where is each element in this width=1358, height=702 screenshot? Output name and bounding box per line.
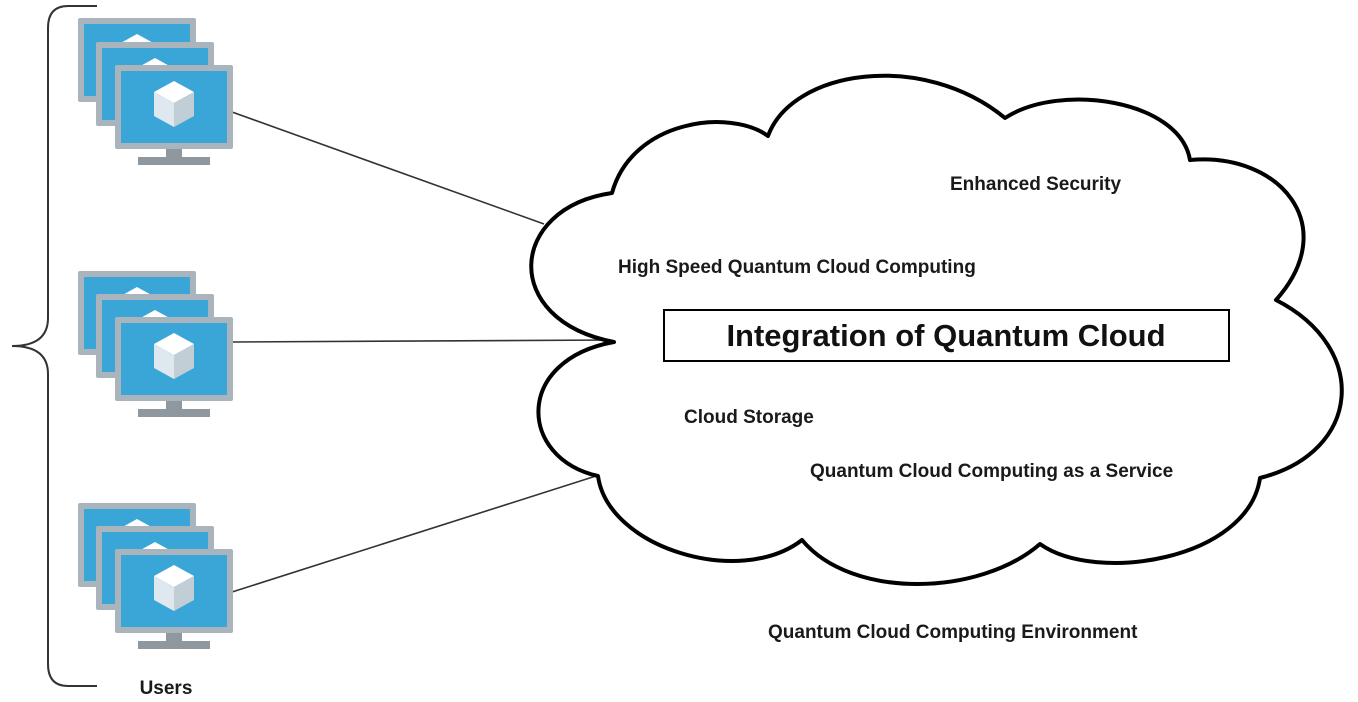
users-brace xyxy=(11,5,97,687)
user-group-3 xyxy=(78,503,233,649)
feature-enhanced-security: Enhanced Security xyxy=(950,174,1121,195)
connection-line-1 xyxy=(231,111,545,225)
title-box xyxy=(663,309,1230,362)
feature-high-speed-computing: High Speed Quantum Cloud Computing xyxy=(618,257,976,278)
feature-cloud-storage: Cloud Storage xyxy=(684,407,814,428)
monitor-icon xyxy=(115,549,233,649)
user-group-1 xyxy=(78,18,233,165)
environment-label: Quantum Cloud Computing Environment xyxy=(768,622,1138,643)
monitor-icon xyxy=(115,65,233,165)
user-group-2 xyxy=(78,271,233,417)
connection-line-2 xyxy=(231,339,613,343)
users-label: Users xyxy=(140,678,193,699)
cloud-title: Integration of Quantum Cloud xyxy=(726,318,1165,353)
connection-line-3 xyxy=(231,475,597,593)
feature-qccaas: Quantum Cloud Computing as a Service xyxy=(810,461,1173,482)
monitor-icon xyxy=(115,317,233,417)
